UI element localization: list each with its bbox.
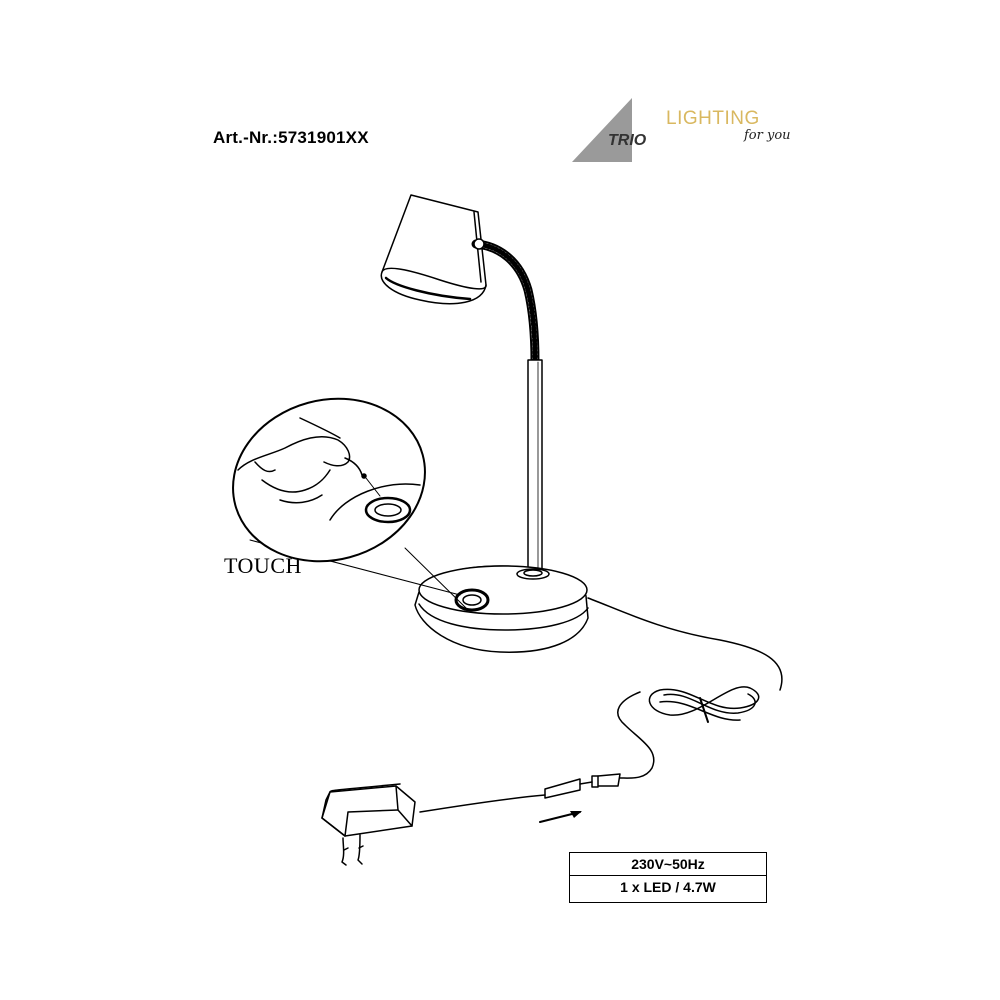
- dc-connector: [544, 773, 621, 799]
- article-number: Art.-Nr.:5731901XX: [213, 128, 369, 147]
- adapter-cable: [419, 794, 546, 813]
- power-cable: [587, 597, 783, 779]
- spec-light-source: 1 x LED / 4.7W: [620, 879, 716, 895]
- trio-lighting-logo: TRIO LIGHTING for you: [570, 94, 810, 166]
- connect-arrow-icon: [539, 811, 582, 823]
- lamp-shade: [380, 194, 487, 305]
- power-adapter: [321, 783, 416, 866]
- touch-switch: [454, 588, 490, 612]
- logo-triangle-icon: [572, 98, 632, 162]
- lamp-base: [414, 565, 589, 653]
- gooseneck-arm: [471, 238, 540, 367]
- touch-label: TOUCH: [224, 553, 302, 578]
- logo-brand: TRIO: [608, 132, 647, 149]
- logo-tagline-sub: for you: [744, 128, 791, 143]
- lamp-rod: [527, 359, 543, 573]
- spec-voltage: 230V~50Hz: [570, 853, 766, 876]
- touch-detail-inset: [232, 397, 467, 609]
- spec-box: 230V~50Hz 1 x LED / 4.7W: [569, 852, 767, 903]
- logo-tagline-main: LIGHTING: [666, 108, 760, 129]
